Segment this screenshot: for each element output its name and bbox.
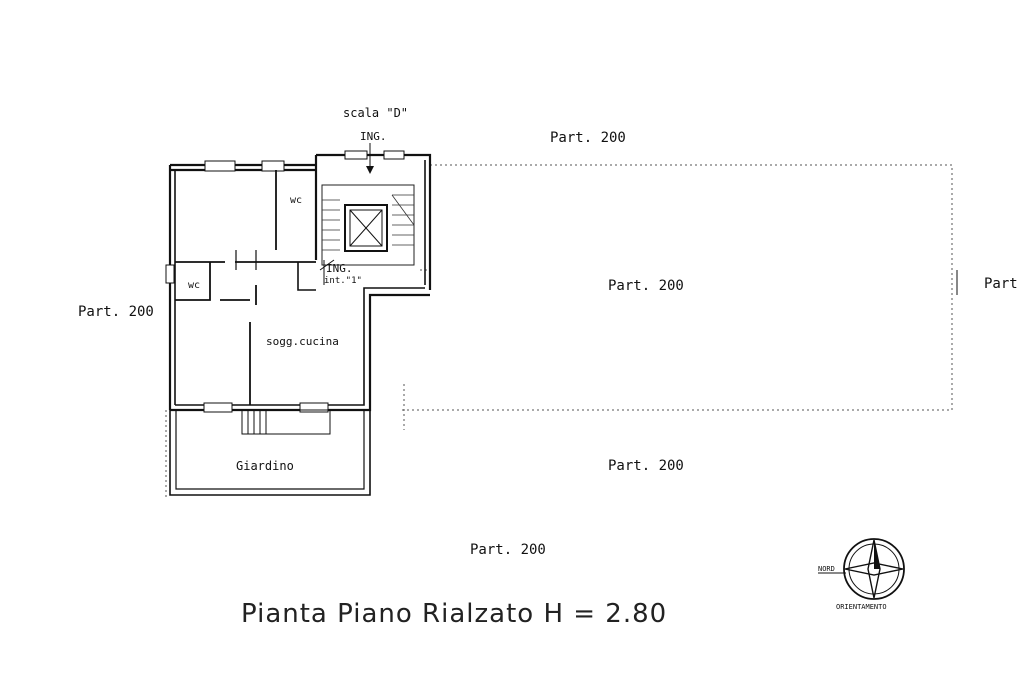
stair-steps — [322, 194, 415, 251]
garden-label: Giardino — [236, 459, 294, 473]
garden-steps — [241, 409, 331, 435]
interior-number-label: int."1" — [324, 276, 362, 286]
parcel-label-top: Part. 200 — [550, 130, 626, 146]
windows — [165, 150, 405, 413]
plan-title: Pianta Piano Rialzato H = 2.80 — [241, 599, 667, 629]
orientation-label: ORIENTAMENTO — [836, 603, 887, 611]
exterior-walls — [168, 153, 432, 412]
interior-walls — [175, 170, 316, 405]
neighbour-parcel-outline — [400, 164, 953, 430]
elevator-shaft — [344, 204, 388, 252]
compass-icon — [818, 538, 905, 600]
wc-upper-label: wc — [290, 195, 302, 206]
parcel-label-below: Part. 200 — [608, 458, 684, 474]
parcel-label-bottom: Part. 200 — [470, 542, 546, 558]
parcel-label-center: Part. 200 — [608, 278, 684, 294]
stairwell — [321, 184, 415, 266]
garden-enclosure — [165, 410, 371, 497]
interior-entrance-marker — [319, 259, 335, 285]
parcel-label-right: Part — [984, 276, 1018, 292]
stair-label: scala "D" — [343, 106, 408, 120]
north-label: NORD — [818, 565, 835, 573]
entrance-label-interior: ING. — [326, 262, 353, 275]
wc-lower-label: wc — [188, 280, 200, 291]
entrance-arrow — [366, 143, 374, 174]
entrance-label-top: ING. — [360, 130, 387, 143]
living-kitchen-label: sogg.cucina — [266, 335, 339, 348]
parcel-label-left: Part. 200 — [78, 304, 154, 320]
